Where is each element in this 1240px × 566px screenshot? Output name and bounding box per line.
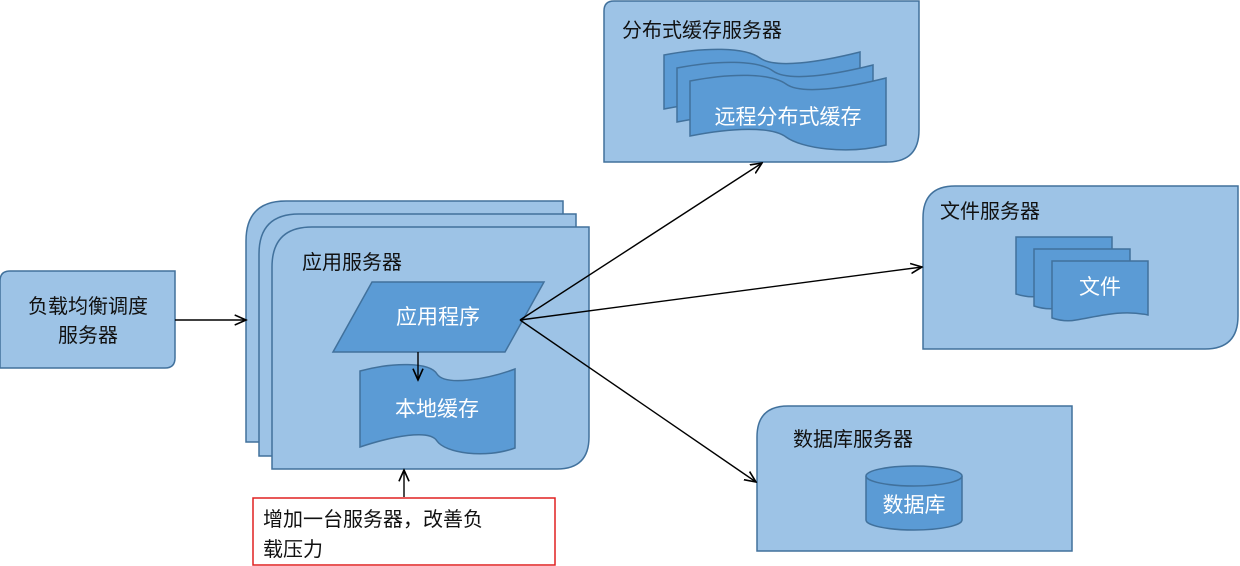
load-balancer-label-line2: 服务器 (58, 323, 118, 347)
file-label: 文件 (1079, 275, 1121, 299)
note-line1: 增加一台服务器，改善负 (263, 507, 483, 531)
remote-cache-label: 远程分布式缓存 (715, 105, 862, 129)
local-cache-label: 本地缓存 (395, 397, 479, 421)
app-server-node: 应用服务器 应用程序 本地缓存 (245, 200, 590, 470)
cache-server-node: 分布式缓存服务器 远程分布式缓存 (603, 0, 920, 163)
database-label: 数据库 (883, 493, 946, 517)
file-document-shape: 文件 (1015, 236, 1149, 322)
note-line2: 载压力 (263, 537, 323, 561)
app-program-label: 应用程序 (396, 305, 480, 329)
database-cylinder-shape: 数据库 (865, 465, 963, 531)
app-server-title: 应用服务器 (302, 250, 402, 274)
arrow-program-to-file-server (519, 267, 922, 321)
load-balancer-node: 负载均衡调度 服务器 (0, 270, 176, 369)
file-server-node: 文件服务器 文件 (922, 185, 1239, 350)
file-server-title: 文件服务器 (940, 199, 1040, 223)
load-balancer-label-line1: 负载均衡调度 (28, 294, 148, 318)
note-box: 增加一台服务器，改善负 载压力 (252, 497, 556, 566)
remote-cache-shape: 远程分布式缓存 (663, 48, 887, 151)
arrow-program-to-db-server (519, 319, 756, 482)
db-server-title: 数据库服务器 (793, 427, 913, 451)
local-cache-shape: 本地缓存 (359, 363, 516, 455)
app-program-shape: 应用程序 (331, 281, 546, 353)
cache-server-title: 分布式缓存服务器 (622, 18, 782, 42)
db-server-node: 数据库服务器 数据库 (756, 405, 1073, 552)
arrow-program-to-cache-server (519, 163, 762, 321)
